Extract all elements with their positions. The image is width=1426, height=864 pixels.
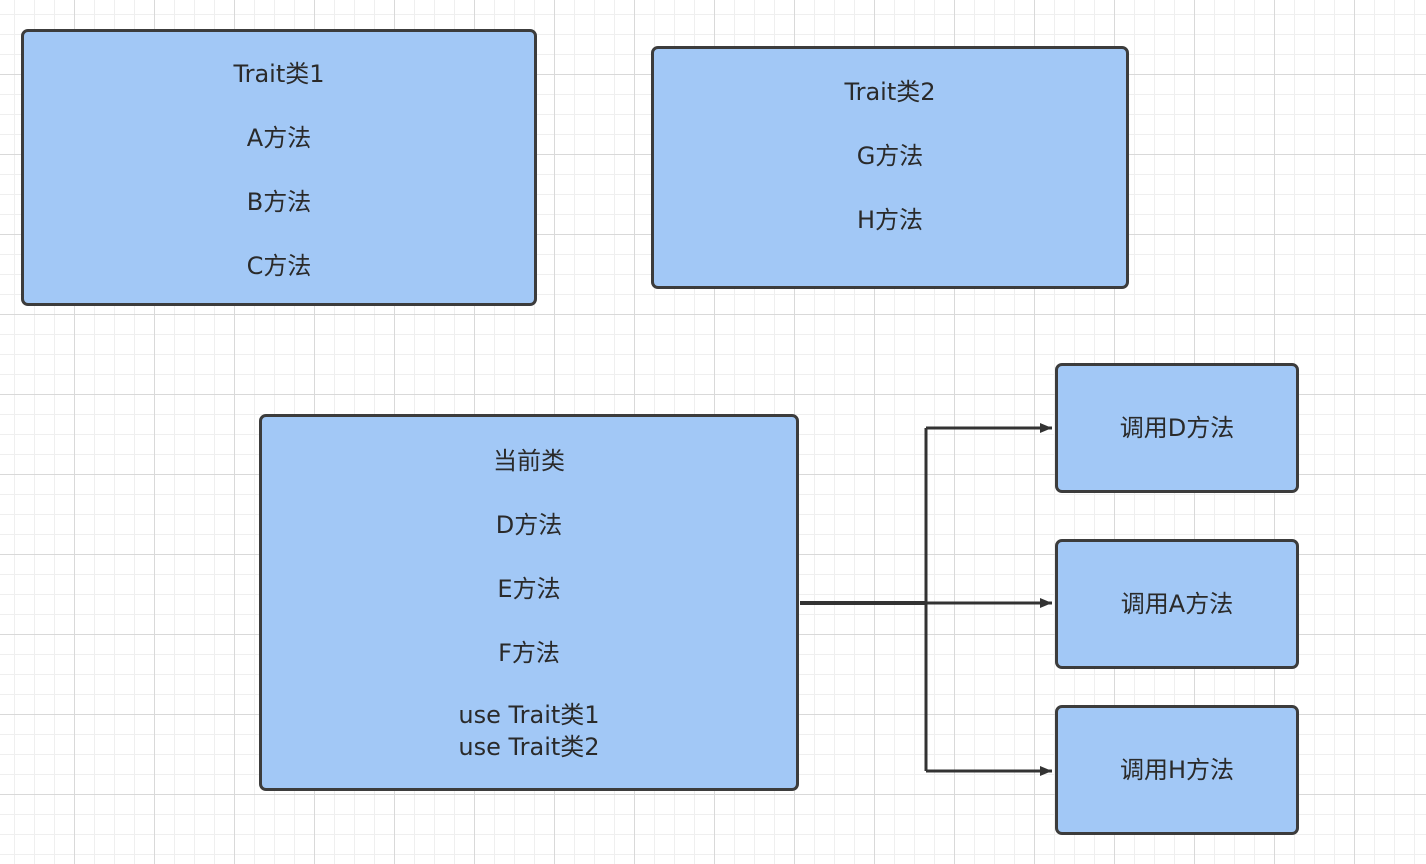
trait1-method-a: A方法 (246, 124, 312, 152)
call-d-box[interactable]: 调用D方法 (1055, 363, 1299, 493)
use-trait2: use Trait类2 (458, 733, 600, 761)
trait1-method-b: B方法 (246, 188, 312, 216)
call-h-box[interactable]: 调用H方法 (1055, 705, 1299, 835)
current-class-box[interactable]: 当前类 D方法 E方法 F方法 use Trait类1 use Trait类2 (259, 414, 799, 791)
trait1-method-c: C方法 (246, 252, 312, 280)
current-method-e: E方法 (497, 575, 561, 603)
current-method-f: F方法 (498, 639, 560, 667)
current-method-d: D方法 (495, 511, 563, 539)
call-a-label: 调用A方法 (1120, 590, 1234, 618)
call-h-label: 调用H方法 (1119, 756, 1235, 784)
use-trait1: use Trait类1 (458, 701, 600, 729)
trait2-box[interactable]: Trait类2 G方法 H方法 (651, 46, 1129, 289)
current-class-title: 当前类 (493, 447, 565, 475)
call-d-label: 调用D方法 (1119, 414, 1235, 442)
call-a-box[interactable]: 调用A方法 (1055, 539, 1299, 669)
trait1-box[interactable]: Trait类1 A方法 B方法 C方法 (21, 29, 537, 306)
trait1-title: Trait类1 (233, 60, 325, 88)
trait2-method-g: G方法 (856, 142, 924, 170)
trait2-method-h: H方法 (856, 206, 924, 234)
trait2-title: Trait类2 (844, 78, 936, 106)
